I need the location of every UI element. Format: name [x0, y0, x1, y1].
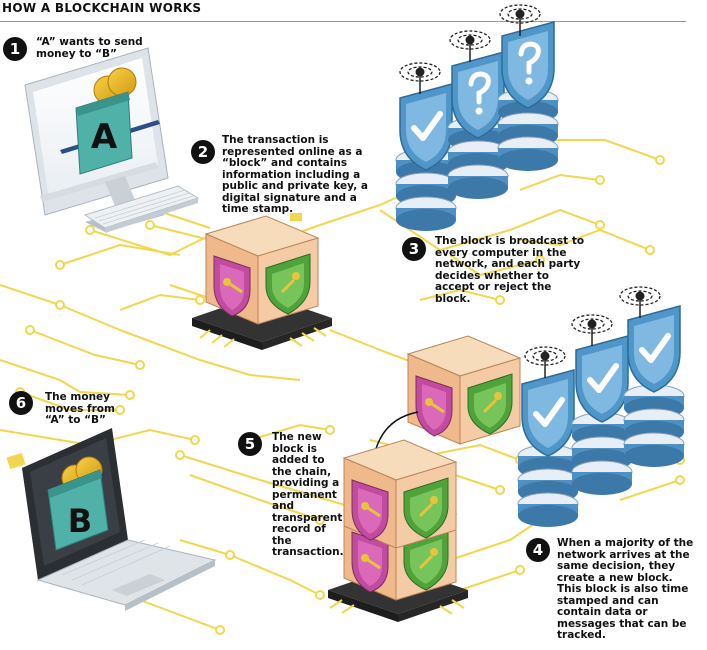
block-cube-icon	[342, 438, 458, 550]
step-5-number: 5	[238, 432, 262, 456]
shield-check-icon	[576, 336, 628, 422]
coin-icon	[107, 67, 137, 97]
step-3-text: The block is broadcast to every computer…	[435, 235, 585, 305]
title-divider	[0, 21, 686, 22]
circuit-nodes	[15, 155, 685, 635]
wallet-a-letter: A	[91, 117, 118, 157]
server-stack-icon	[619, 286, 685, 468]
block-cube-icon	[192, 214, 332, 350]
step-4-number: 4	[526, 538, 550, 562]
shield-check-icon	[400, 84, 452, 170]
page-title: HOW A BLOCKCHAIN WORKS	[2, 1, 202, 15]
keyboard-icon	[83, 185, 200, 233]
step-3-number: 3	[402, 237, 426, 261]
server-stack-icon	[571, 314, 633, 496]
laptop-icon: B	[22, 428, 217, 611]
step-4-text: When a majority of the network arrives a…	[557, 537, 694, 641]
shield-question-icon	[502, 22, 554, 108]
step-2-text: The transaction is represented online as…	[222, 134, 368, 215]
server-stack-icon	[497, 4, 559, 172]
server-stack-icon	[517, 346, 579, 528]
step-5-text: The new block is added to the chain, pro…	[272, 431, 344, 558]
shield-question-icon	[452, 52, 504, 138]
step-1-number: 1	[3, 37, 27, 61]
step-6-number: 6	[9, 391, 33, 415]
circuit-pad	[6, 452, 26, 470]
block-cube-icon	[406, 334, 522, 446]
wallet-icon: B	[47, 456, 109, 551]
step-2-number: 2	[191, 140, 215, 164]
step-6-text: The money moves from “A” to “B”	[45, 391, 115, 426]
wallet-b-letter: B	[68, 502, 92, 540]
shield-check-icon	[522, 370, 574, 456]
desktop-computer-icon: A	[24, 47, 200, 233]
wallet-icon: A	[75, 67, 137, 175]
step-1-text: “A” wants to send money to “B”	[36, 36, 143, 60]
circuit-pad	[290, 213, 302, 221]
shield-check-icon	[628, 306, 680, 392]
server-stack-icon	[395, 62, 457, 232]
block-chain-stack	[328, 438, 468, 622]
server-stack-icon	[447, 30, 509, 200]
